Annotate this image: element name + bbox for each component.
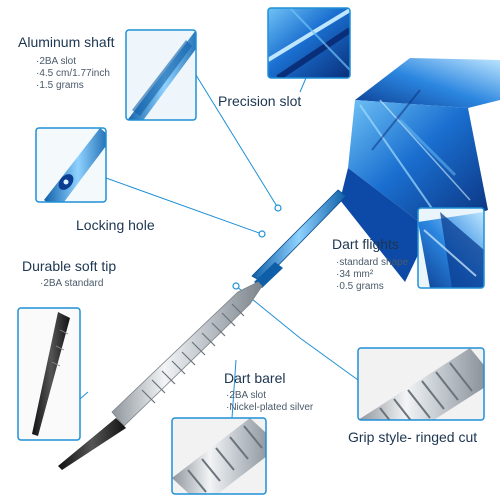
leader-precision-slot <box>299 77 307 93</box>
locking-hole-title: Locking hole <box>76 217 155 233</box>
soft-tip-label: Durable soft tip ·2BA standard <box>22 258 116 290</box>
inset-dart-flights <box>417 207 485 289</box>
dart-soft-tip <box>58 418 126 470</box>
aluminum-shaft-spec: ·4.5 cm/1.77inch <box>36 68 110 79</box>
inset-locking-hole <box>35 127 107 203</box>
leader-aluminum-shaft <box>195 74 279 209</box>
inset-precision-slot <box>267 7 351 79</box>
aluminum-shaft-label: Aluminum shaft ·2BA slot ·4.5 cm/1.77inc… <box>18 34 114 92</box>
precision-slot-title: Precision slot <box>218 93 302 109</box>
leader-dart-barrel <box>231 359 237 419</box>
dart-barrel-spec: ·2BA slot <box>226 390 267 401</box>
dart-flights-spec: ·34 mm² <box>336 269 374 280</box>
inset-soft-tip <box>17 307 81 441</box>
dart-flights-label: Dart flights ·standard shape ·34 mm² ·0.… <box>332 236 408 293</box>
aluminum-shaft-spec: ·1.5 grams <box>36 80 84 91</box>
dart-flight <box>340 58 500 282</box>
leader-locking-hole <box>105 177 263 235</box>
inset-dart-barrel <box>171 417 267 495</box>
dart-flights-spec: ·standard shape <box>336 257 409 268</box>
inset-grip-style <box>357 347 485 421</box>
aluminum-shaft-specs: ·2BA slot ·4.5 cm/1.77inch ·1.5 grams <box>36 56 114 92</box>
dart-shaft <box>251 189 347 288</box>
dart-flights-specs: ·standard shape ·34 mm² ·0.5 grams <box>336 257 408 293</box>
inset-aluminum-shaft <box>125 29 197 121</box>
soft-tip-spec: ·2BA standard <box>40 278 104 289</box>
aluminum-shaft-title: Aluminum shaft <box>18 34 115 50</box>
dart-barrel-spec: ·Nickel-plated silver <box>226 402 314 413</box>
dart-barrel-title: Dart barel <box>224 370 286 386</box>
grip-style-title: Grip style- ringed cut <box>348 429 478 445</box>
soft-tip-specs: ·2BA standard <box>40 278 116 290</box>
leader-grip-style <box>235 285 359 381</box>
dart-barrel-specs: ·2BA slot ·Nickel-plated silver <box>226 390 313 414</box>
dart-flights-spec: ·0.5 grams <box>336 281 384 292</box>
aluminum-shaft-spec: ·2BA slot <box>36 56 77 67</box>
soft-tip-title: Durable soft tip <box>22 258 117 274</box>
dart-flights-title: Dart flights <box>332 236 399 252</box>
dart-barrel-label: Dart barel ·2BA slot ·Nickel-plated silv… <box>224 370 313 414</box>
